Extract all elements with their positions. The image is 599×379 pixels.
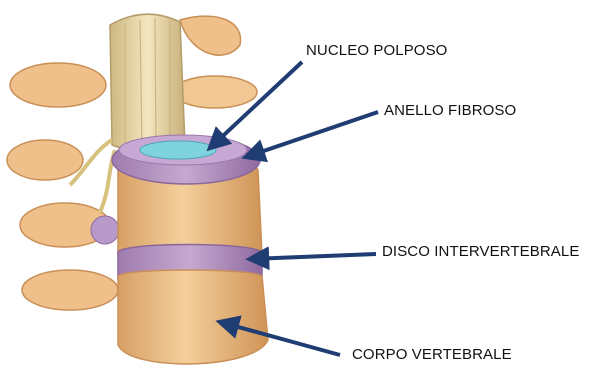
- label-corpo-vertebrale: CORPO VERTEBRALE: [352, 346, 512, 363]
- label-anello-fibroso: ANELLO FIBROSO: [384, 102, 516, 119]
- label-disco-intervertebrale: DISCO INTERVERTEBRALE: [382, 243, 579, 260]
- lower-vertebral-body: [118, 270, 268, 364]
- process-2: [7, 140, 83, 180]
- label-nucleo-polposo: NUCLEO POLPOSO: [306, 42, 447, 59]
- mid-process: [173, 76, 257, 108]
- top-disc: [112, 135, 260, 184]
- process-4: [22, 270, 118, 310]
- nucleus-pulposus: [140, 141, 216, 159]
- upper-process: [180, 16, 241, 55]
- arrow-icon: [250, 254, 376, 259]
- process-1: [10, 63, 106, 107]
- nerve-ganglion: [91, 216, 119, 244]
- arrow-icon: [246, 112, 378, 157]
